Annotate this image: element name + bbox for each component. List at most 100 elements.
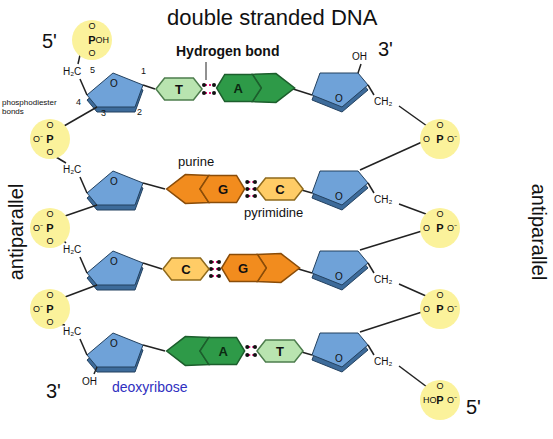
hydrogen-bond [248, 347, 254, 355]
carbon-number: 2 [137, 108, 142, 118]
phosphate-atom: O [423, 135, 430, 144]
callout-label: phosphodiester bonds [2, 99, 62, 117]
bond-dot [253, 353, 257, 357]
phosphate-atom: HO [423, 396, 437, 405]
bond-dot [217, 260, 221, 264]
phosphate-atom: P [436, 223, 443, 234]
atom-label: H₂C [63, 244, 81, 255]
phosphate-atom: P [46, 304, 53, 315]
phosphate-atom: O [423, 224, 430, 233]
sugar-slab [87, 78, 368, 372]
atom-label: O [110, 256, 118, 267]
phosphate-atom: O [436, 291, 443, 300]
phosphate-atom: O [46, 210, 53, 219]
bond-dot [245, 194, 249, 198]
bond-dot [245, 187, 249, 191]
atom-label: O [335, 353, 343, 364]
atom-label: 3' [46, 380, 61, 402]
hydrogen-bond [205, 85, 213, 93]
phosphate-atom: O⁻ [33, 135, 43, 144]
end-label: 5' [42, 30, 57, 52]
bond-dot [202, 83, 206, 87]
carbon-number: 4 [76, 98, 81, 108]
carbon-number: 3 [101, 109, 106, 119]
phosphate-atom: P [88, 35, 95, 46]
bond-dot [209, 260, 213, 264]
deoxyribose-ring [87, 73, 368, 367]
purine-base: A [215, 72, 296, 104]
base-letter: C [162, 256, 210, 282]
pyrimidine-base: T [256, 338, 304, 364]
atom-label: CH₂ [374, 274, 392, 285]
bond-dot [245, 353, 249, 357]
phosphate-atom: O⁻ [447, 135, 457, 144]
purine-base: A [165, 335, 246, 367]
atom-label: O [335, 191, 343, 202]
phosphate-group: OPO⁻O [30, 208, 70, 248]
phosphate-group: OP O⁻ HO [420, 380, 460, 420]
phosphate-atom: O [436, 121, 443, 130]
atom-label: H₂C [63, 164, 81, 175]
phosphate-atom: O⁻ [447, 396, 457, 405]
phosphate-atom: O [88, 22, 95, 31]
phosphate-atom: O⁻ [33, 224, 43, 233]
phosphate-atom: O⁻ [33, 305, 43, 314]
phosphate-atom: P [46, 134, 53, 145]
phosphate-atom: O [46, 148, 53, 157]
base-outline [215, 72, 296, 104]
phosphate-atom: O [88, 49, 95, 58]
base-outline [220, 252, 301, 284]
phosphate-atom: O [46, 318, 53, 327]
phosphate-group: OPO⁻O [30, 119, 70, 159]
bond-dot [217, 274, 221, 278]
side-label: antiparallel [5, 184, 27, 281]
bond-dot [212, 91, 216, 95]
phosphate-atom: O [46, 291, 53, 300]
purine-base: G [220, 252, 301, 284]
base-letter: C [256, 176, 304, 202]
atom-label: CH₂ [374, 356, 392, 367]
atom-label: O [110, 176, 118, 187]
bond-dot [253, 180, 257, 184]
atom-label: OH [352, 51, 367, 62]
atom-label: H₂C [63, 66, 81, 77]
phosphate-group: OPOHO [72, 20, 112, 60]
carbon-number: 1 [141, 67, 146, 77]
bond-dot [202, 91, 206, 95]
side-label: antiparallel [528, 184, 550, 281]
phosphate-atom: O [436, 382, 443, 391]
phosphate-atom: O [46, 237, 53, 246]
base-letter: G [200, 173, 246, 205]
phosphate-group: OPO⁻O [420, 289, 460, 329]
phosphate-atom: P [436, 395, 443, 406]
pyrimidine-base: C [256, 176, 304, 202]
bond-dot [212, 83, 216, 87]
atom-label: OH [82, 376, 97, 387]
base-letter: T [256, 338, 304, 364]
base-letter: T [155, 76, 203, 102]
callout-label: Hydrogen bond [176, 44, 279, 59]
phosphate-atom: P [46, 223, 53, 234]
atom-label: H₂C [63, 326, 81, 337]
bond-dot [217, 267, 221, 271]
bond-dot [245, 180, 249, 184]
bond-dot [253, 194, 257, 198]
base-letter: G [220, 252, 266, 284]
phosphate-atom: OH [96, 36, 110, 45]
atom-label: O [335, 271, 343, 282]
atom-label: O [110, 78, 118, 89]
bond-dot [253, 345, 257, 349]
base-outline [165, 173, 246, 205]
atom-label: pyrimidine [244, 206, 303, 220]
bond-dot [209, 274, 213, 278]
phosphate-atom: P [436, 134, 443, 145]
carbon-number: 5 [90, 66, 95, 76]
atom-label: deoxyribose [112, 380, 188, 395]
atom-label: O [335, 93, 343, 104]
base-letter: A [215, 72, 261, 104]
backbone-bonds [56, 55, 427, 387]
phosphate-atom: O⁻ [447, 305, 457, 314]
phosphate-atom: P [436, 304, 443, 315]
phosphate-atom: O⁻ [447, 224, 457, 233]
